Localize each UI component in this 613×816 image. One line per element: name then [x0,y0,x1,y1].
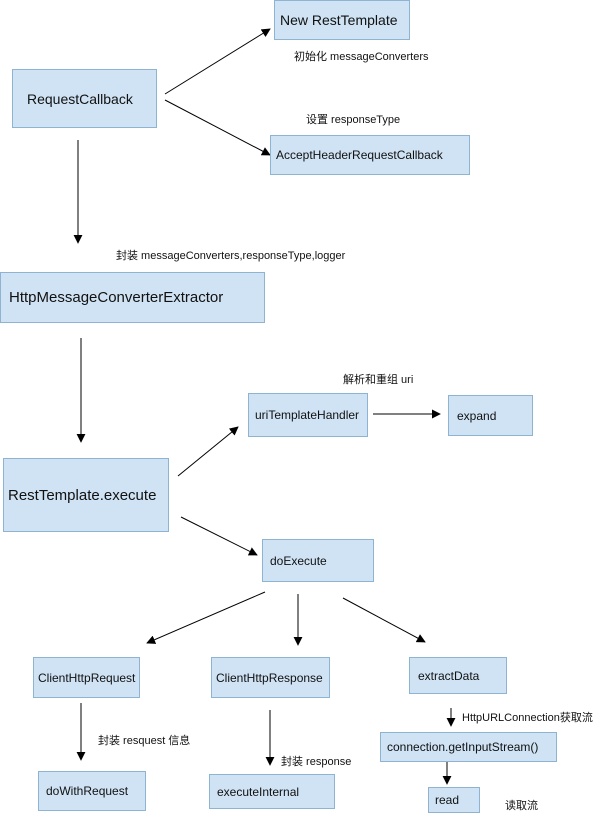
label-http-url-connection-get-stream: HttpURLConnection获取流 [462,712,593,724]
edge-execute-to-uri-template-handler [177,426,239,477]
label-parse-uri: 解析和重组 uri [343,374,414,386]
edge-do-execute-to-client-http-request [146,591,266,644]
node-accept-header-request-callback: AcceptHeaderRequestCallback [270,135,470,175]
label-wrap-request-info: 封装 resquest 信息 [98,735,191,747]
node-accept-header-request-callback-label: AcceptHeaderRequestCallback [276,148,443,162]
node-client-http-response: ClientHttpResponse [211,657,330,698]
node-extract-data-label: extractData [418,668,480,683]
node-uri-template-handler-label: uriTemplateHandler [255,408,360,422]
edge-execute-to-do-execute [180,516,258,556]
node-client-http-response-label: ClientHttpResponse [216,670,323,685]
node-read: read [428,787,480,813]
label-set-response-type: 设置 responseType [306,114,401,126]
node-client-http-request-label: ClientHttpRequest [38,670,136,685]
node-connection-get-input-stream-label: connection.getInputStream() [387,740,539,754]
node-do-with-request: doWithRequest [38,771,146,811]
label-read-stream: 读取流 [505,800,538,812]
node-request-callback-label: RequestCallback [27,90,133,107]
node-execute-internal: executeInternal [209,774,335,809]
edge-request-callback-to-new-rest-template [164,28,271,95]
node-rest-template-execute-label: RestTemplate.execute [8,486,157,504]
node-request-callback: RequestCallback [12,69,157,128]
node-do-with-request-label: doWithRequest [46,784,129,798]
node-new-rest-template: New RestTemplate [274,0,410,40]
node-http-message-converter-extractor-label: HttpMessageConverterExtractor [9,289,224,306]
label-init-message-converters: 初始化 messageConverters [294,51,429,63]
node-expand: expand [448,395,533,436]
edge-request-callback-to-accept-header [164,99,271,156]
label-wrap-converters: 封装 messageConverters,responseType,logger [116,250,346,262]
node-connection-get-input-stream: connection.getInputStream() [380,732,557,762]
label-wrap-response: 封装 response [281,756,352,768]
edge-do-execute-to-extract-data [342,597,426,643]
node-client-http-request: ClientHttpRequest [33,657,140,698]
node-read-label: read [435,793,460,807]
node-execute-internal-label: executeInternal [217,784,300,799]
node-uri-template-handler: uriTemplateHandler [248,393,368,437]
node-do-execute-label: doExecute [270,553,327,568]
node-expand-label: expand [457,408,497,423]
node-http-message-converter-extractor: HttpMessageConverterExtractor [0,272,265,323]
node-new-rest-template-label: New RestTemplate [280,12,398,28]
node-rest-template-execute: RestTemplate.execute [3,458,169,532]
node-extract-data: extractData [409,657,507,694]
node-do-execute: doExecute [262,539,374,582]
